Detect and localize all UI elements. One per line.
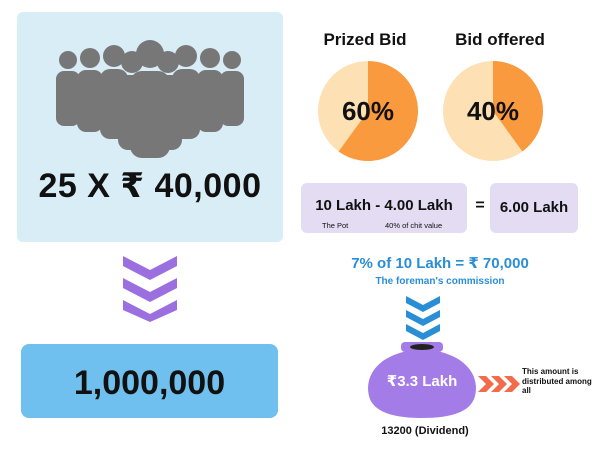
calculation-expression: 10 Lakh - 4.00 Lakh xyxy=(315,197,453,214)
prized-bid-percent: 60% xyxy=(341,96,395,126)
commission-label: The foreman's commission xyxy=(375,276,505,287)
pot-amount: ₹3.3 Lakh xyxy=(386,373,458,390)
chevron-down-icon xyxy=(123,256,177,322)
bid-offered-percent: 40% xyxy=(466,96,520,126)
prized-bid-pie xyxy=(318,61,418,161)
calculation-bid-label: 40% of chit value xyxy=(385,221,443,230)
people-group-icon xyxy=(56,40,244,158)
bid-offered-title: Bid offered xyxy=(455,30,545,49)
dividend-value: 13200 (Dividend) xyxy=(381,425,469,437)
commission-calculation: 7% of 10 Lakh = ₹ 70,000 xyxy=(351,255,529,272)
result-box xyxy=(490,183,578,233)
total-pot-value: 1,000,000 xyxy=(73,364,226,402)
result-value: 6.00 Lakh xyxy=(499,199,569,216)
calculation-box xyxy=(301,183,467,233)
arrow-right-icon xyxy=(478,376,520,392)
chevron-down-icon xyxy=(406,296,440,340)
total-pot-box xyxy=(21,344,278,418)
members-contribution-text: 25 X ₹ 40,000 xyxy=(38,167,262,205)
pot-icon xyxy=(368,342,476,418)
calculation-pot-label: The Pot xyxy=(322,221,349,230)
distribution-note: This amount is distributed among all xyxy=(522,367,592,396)
bid-offered-pie xyxy=(443,61,543,161)
equals-sign: = xyxy=(475,197,485,214)
prized-bid-title: Prized Bid xyxy=(323,30,407,49)
